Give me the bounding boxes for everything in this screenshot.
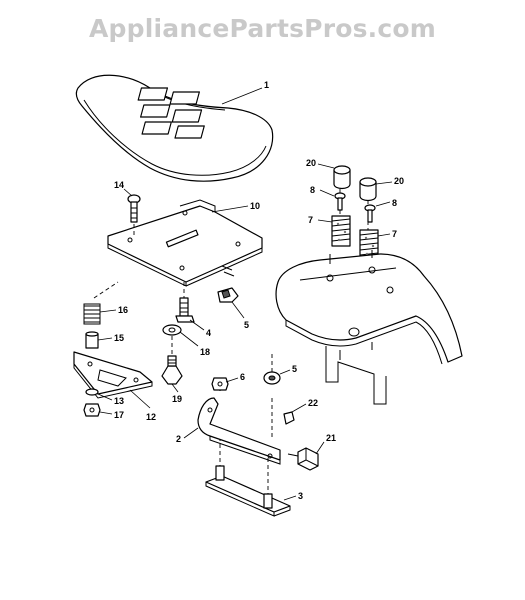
callout-22: 22 <box>308 398 318 408</box>
callout-14: 14 <box>114 180 124 190</box>
plate-3[interactable] <box>205 465 291 517</box>
bolt-8-left[interactable] <box>334 192 346 211</box>
spring-16[interactable] <box>83 303 101 325</box>
fender-panel <box>275 250 463 405</box>
callout-5a: 5 <box>244 320 249 330</box>
callout-5b: 5 <box>292 364 297 374</box>
callout-15: 15 <box>114 333 124 343</box>
callout-18: 18 <box>200 347 210 357</box>
callout-1: 1 <box>264 80 269 90</box>
washer-13[interactable] <box>85 388 99 396</box>
bumper-20-left[interactable] <box>333 165 351 190</box>
bumper-20-right[interactable] <box>359 177 377 202</box>
seat-pan-10[interactable] <box>107 199 263 287</box>
bolt-14[interactable] <box>127 194 141 223</box>
slide-bracket-12[interactable] <box>73 351 153 399</box>
callout-3: 3 <box>298 491 303 501</box>
nut-17[interactable] <box>83 403 101 417</box>
spacer-15[interactable] <box>85 331 99 349</box>
callout-12: 12 <box>146 412 156 422</box>
nut-6[interactable] <box>211 377 229 391</box>
watermark-text: AppliancePartsPros.com <box>88 14 437 43</box>
callout-4: 4 <box>206 328 211 338</box>
callout-7b: 7 <box>392 229 397 239</box>
callout-8a: 8 <box>310 185 315 195</box>
callout-2: 2 <box>176 434 181 444</box>
clip-22[interactable] <box>283 411 295 425</box>
callout-20a: 20 <box>306 158 316 168</box>
wing-knob-19[interactable] <box>161 355 183 385</box>
callout-8b: 8 <box>392 198 397 208</box>
knob-5-lower[interactable] <box>263 371 281 385</box>
callout-7a: 7 <box>308 215 313 225</box>
seat-part[interactable] <box>75 74 274 182</box>
callout-13: 13 <box>114 396 124 406</box>
callout-20b: 20 <box>394 176 404 186</box>
callout-17: 17 <box>114 410 124 420</box>
callout-19: 19 <box>172 394 182 404</box>
callout-16: 16 <box>118 305 128 315</box>
knob-21[interactable] <box>287 447 319 471</box>
knob-5-upper[interactable] <box>217 287 239 303</box>
washer-18[interactable] <box>162 324 182 336</box>
bracket-2[interactable] <box>197 397 281 465</box>
bolt-8-right[interactable] <box>364 204 376 223</box>
callout-10: 10 <box>250 201 260 211</box>
callout-21: 21 <box>326 433 336 443</box>
spring-7-left[interactable] <box>331 215 351 247</box>
bolt-4[interactable] <box>175 297 195 323</box>
callout-6: 6 <box>240 372 245 382</box>
